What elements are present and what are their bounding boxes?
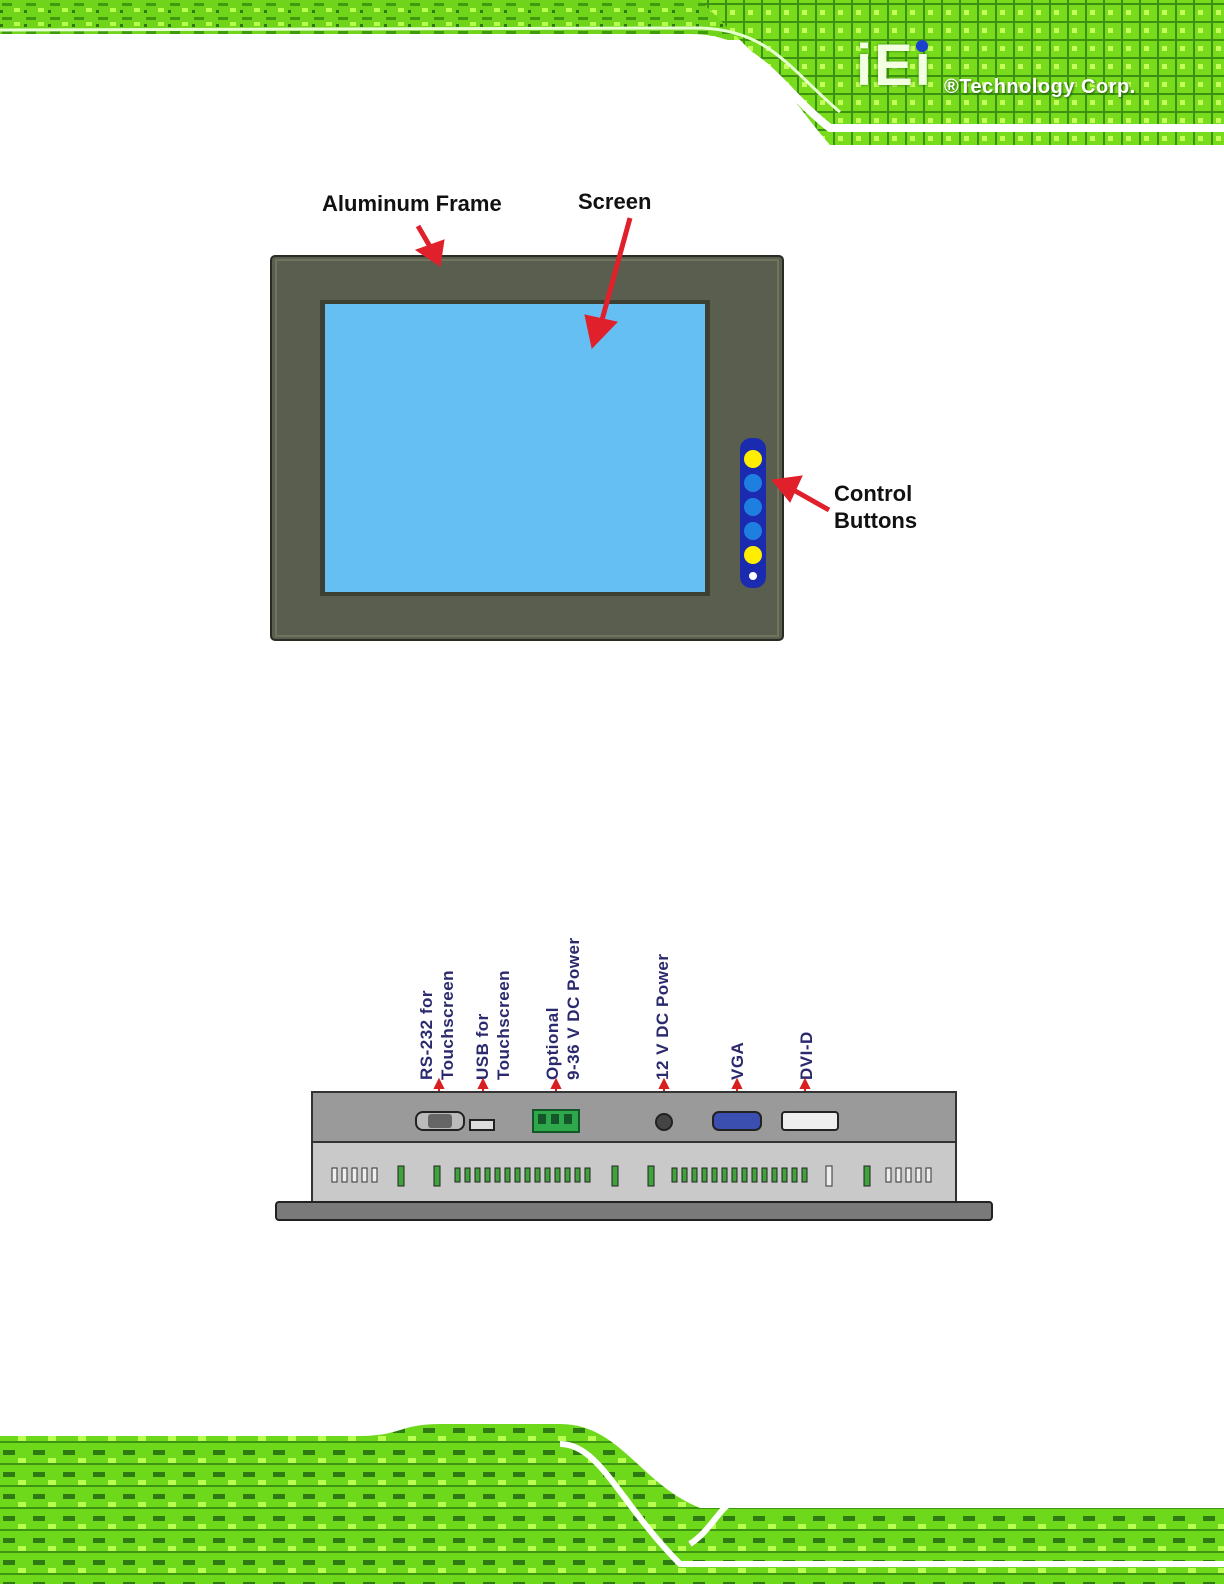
front-panel-drawing xyxy=(0,150,1224,670)
control-button-blue-3 xyxy=(744,522,762,540)
brand-name: ®Technology Corp. xyxy=(944,76,1136,99)
header-pcb-banner xyxy=(0,0,1224,145)
company-logo: iEi xyxy=(856,38,946,98)
logo-dot-icon xyxy=(916,40,928,52)
power-led xyxy=(749,572,757,580)
dvi-connector xyxy=(782,1112,838,1130)
dc-jack xyxy=(656,1114,672,1130)
chassis-top xyxy=(312,1092,956,1142)
chassis-bezel xyxy=(276,1202,992,1220)
usb-connector xyxy=(470,1120,494,1130)
footer-pcb-banner xyxy=(0,1424,1224,1584)
control-button-yellow-1 xyxy=(744,450,762,468)
control-button-blue-2 xyxy=(744,498,762,516)
bottom-panel-drawing xyxy=(0,900,1224,1240)
screen xyxy=(325,304,705,592)
control-button-blue-1 xyxy=(744,474,762,492)
vga-connector xyxy=(713,1112,761,1130)
control-button-yellow-2 xyxy=(744,546,762,564)
bottom-view-figure: RS-232 for Touchscreen USB for Touchscre… xyxy=(0,900,1224,1240)
arrow-control xyxy=(790,488,829,510)
front-view-figure: Aluminum Frame Screen Control Buttons xyxy=(0,150,1224,670)
chassis-vent-area xyxy=(312,1142,956,1202)
